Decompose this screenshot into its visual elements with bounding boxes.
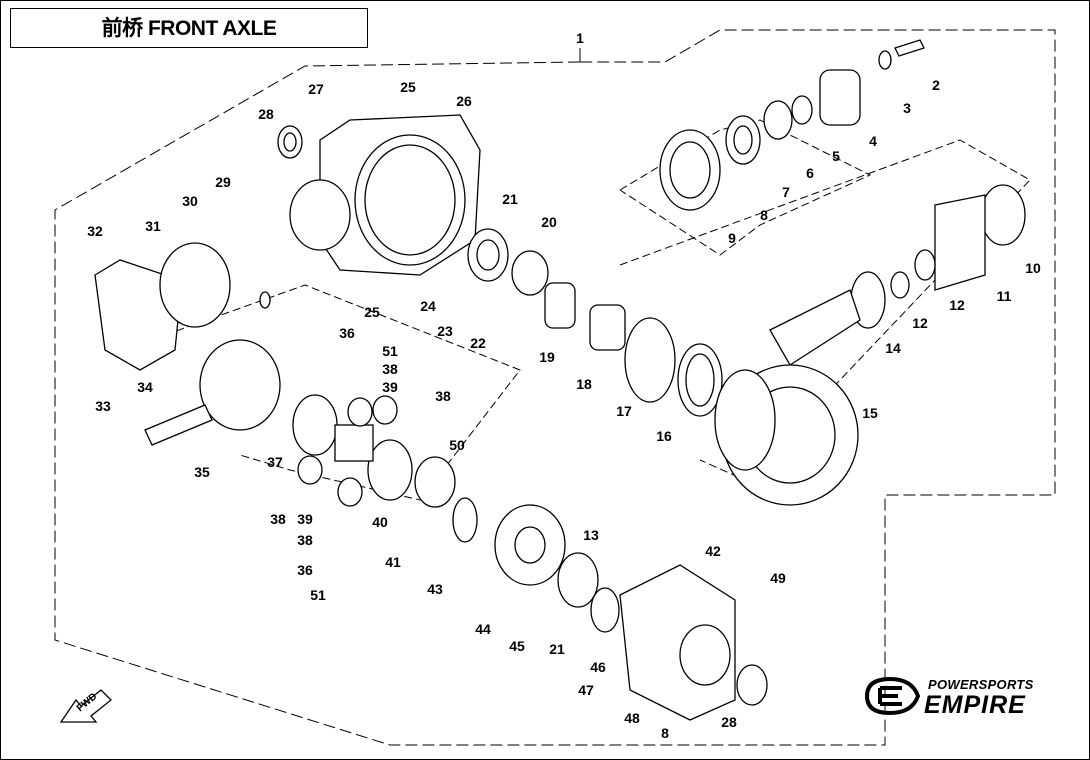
callout-39: 39: [297, 511, 313, 527]
callout-27: 27: [308, 81, 324, 97]
callout-12: 12: [912, 315, 928, 331]
callout-17: 17: [616, 403, 632, 419]
callout-38: 38: [382, 361, 398, 377]
callout-32: 32: [87, 223, 103, 239]
callout-40: 40: [372, 514, 388, 530]
callout-3: 3: [903, 100, 911, 116]
callout-41: 41: [385, 554, 401, 570]
callout-48: 48: [624, 710, 640, 726]
callout-29: 29: [215, 174, 231, 190]
callout-49: 49: [770, 570, 786, 586]
callout-31: 31: [145, 218, 161, 234]
callout-19: 19: [539, 349, 555, 365]
callout-14: 14: [885, 340, 901, 356]
callout-38: 38: [270, 511, 286, 527]
callout-36: 36: [339, 325, 355, 341]
callout-16: 16: [656, 428, 672, 444]
callout-25: 25: [400, 79, 416, 95]
subassembly-boundary-pinion: [619, 139, 1031, 481]
callout-18: 18: [576, 376, 592, 392]
callout-12: 12: [949, 297, 965, 313]
callout-39: 39: [382, 379, 398, 395]
axle-housing: [289, 114, 481, 276]
callout-34: 34: [137, 379, 153, 395]
callout-11: 11: [996, 288, 1012, 304]
callout-42: 42: [705, 543, 721, 559]
callout-36: 36: [297, 562, 313, 578]
callout-25: 25: [364, 304, 380, 320]
callout-45: 45: [509, 638, 525, 654]
assembly-boundary: [54, 29, 1056, 746]
fwd-arrow-icon: FWD: [56, 682, 116, 732]
callout-38: 38: [297, 532, 313, 548]
callout-10: 10: [1025, 260, 1041, 276]
page-title: 前桥 FRONT AXLE: [10, 8, 368, 48]
callout-24: 24: [420, 298, 436, 314]
callout-21: 21: [549, 641, 565, 657]
empire-logo-icon: [864, 676, 921, 716]
subassembly-boundary-hub: [619, 119, 872, 256]
callout-15: 15: [862, 405, 878, 421]
callout-28: 28: [721, 714, 737, 730]
callout-43: 43: [427, 581, 443, 597]
callout-8: 8: [760, 207, 768, 223]
callout-8: 8: [661, 725, 669, 741]
bearings-and-seals: [144, 39, 1026, 721]
callout-7: 7: [782, 184, 790, 200]
callout-23: 23: [437, 323, 453, 339]
callout-33: 33: [95, 398, 111, 414]
callout-9: 9: [728, 230, 736, 246]
callout-20: 20: [541, 214, 557, 230]
callout-44: 44: [475, 621, 491, 637]
callout-4: 4: [869, 133, 877, 149]
callout-26: 26: [456, 93, 472, 109]
callout-6: 6: [806, 165, 814, 181]
callout-35: 35: [194, 464, 210, 480]
callout-46: 46: [590, 659, 606, 675]
powersports-empire-logo: POWERSPORTS EMPIRE: [862, 676, 1062, 720]
callout-38: 38: [435, 388, 451, 404]
callout-22: 22: [470, 335, 486, 351]
logo-line2: EMPIRE: [924, 691, 1026, 719]
callout-37: 37: [267, 454, 283, 470]
callout-47: 47: [578, 682, 594, 698]
callout-1: 1: [576, 30, 584, 46]
callout-21: 21: [502, 191, 518, 207]
logo-line1: POWERSPORTS: [928, 677, 1034, 692]
callout-5: 5: [832, 148, 840, 164]
callout-28: 28: [258, 106, 274, 122]
callout-50: 50: [449, 437, 465, 453]
callout-30: 30: [182, 193, 198, 209]
callout-51: 51: [382, 343, 398, 359]
callout-2: 2: [932, 77, 940, 93]
callout-51: 51: [310, 587, 326, 603]
subassembly-boundary-diff: [164, 284, 521, 501]
callout-13: 13: [583, 527, 599, 543]
cover-32: [94, 242, 231, 371]
